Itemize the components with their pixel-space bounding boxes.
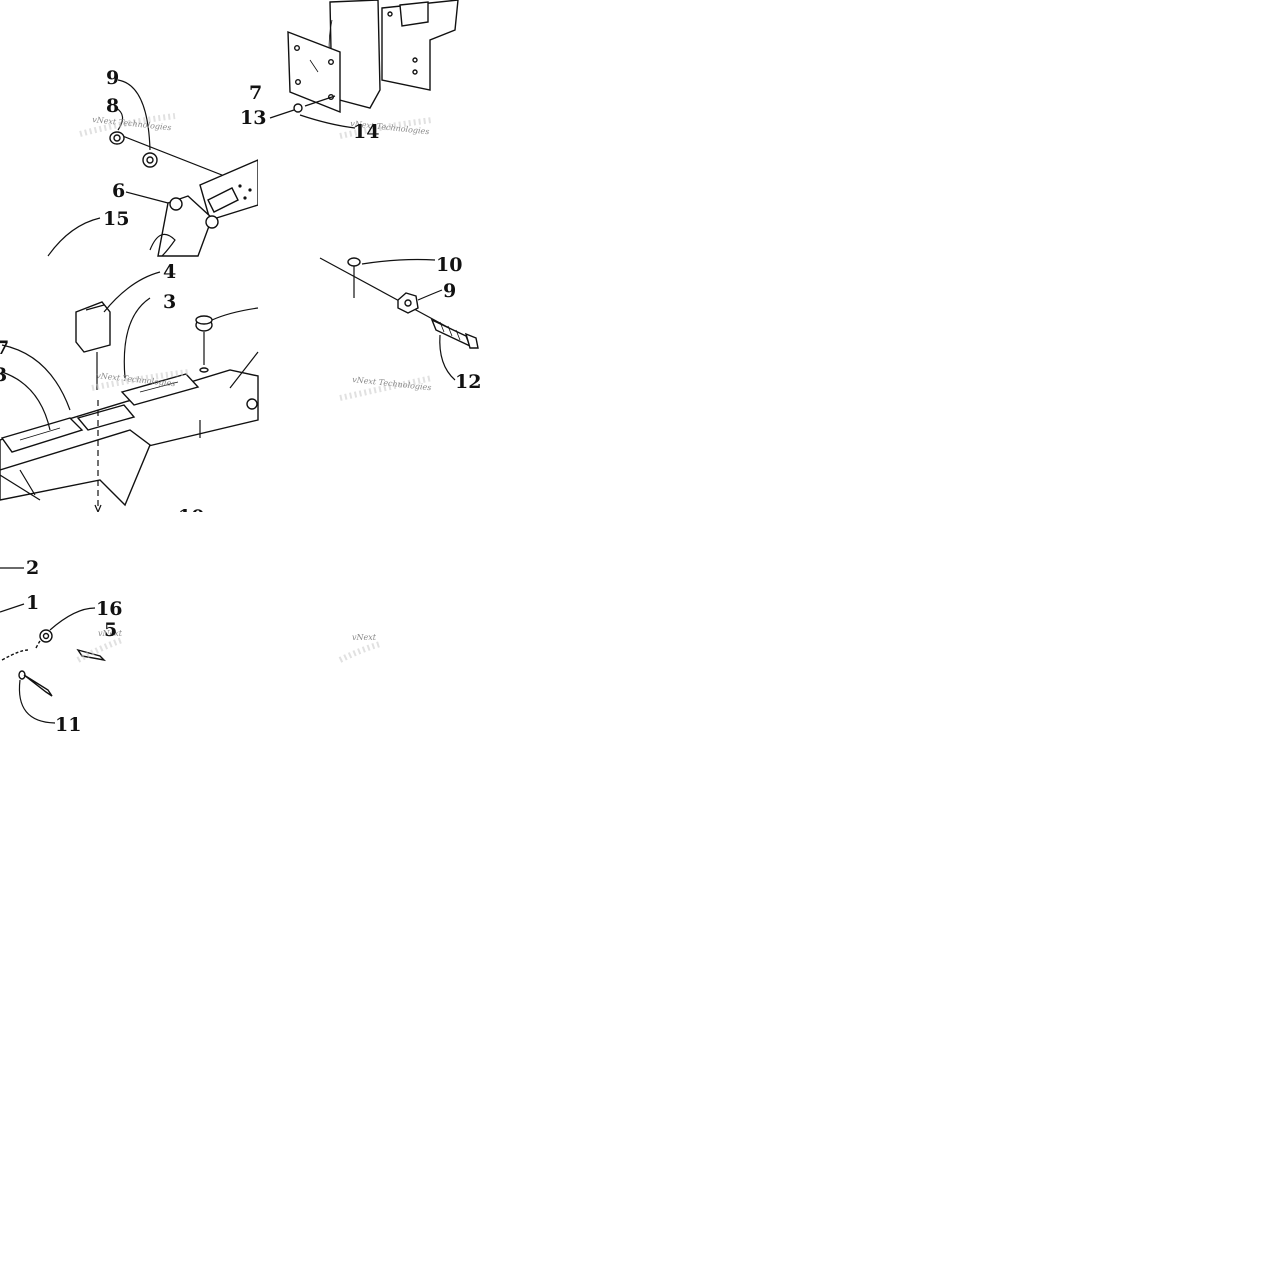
watermark-text: vNext [98,629,123,638]
watermark-text: vNext [352,633,377,642]
callout-9: 9 [106,67,119,89]
part-bolt [430,318,479,349]
part-grommet [195,315,213,373]
part-nut [109,131,125,145]
part-rivet [269,103,303,119]
callout-14: 14 [353,121,379,143]
callout-16: 16 [96,598,122,620]
callout-1: 1 [26,592,39,614]
tile-lower-left [0,567,107,724]
tile-upper-left [47,79,261,257]
part-front-plate [287,30,341,114]
callout-3: 3 [163,291,176,313]
part-bushing [142,152,158,168]
callout-15: 15 [103,208,129,230]
part-clip-box [75,301,111,390]
callout-13: 13 [240,107,266,129]
callout-8: 8 [106,95,119,117]
tile-upper-right [269,0,459,129]
part-pin [18,670,53,697]
callout-11: 11 [55,714,81,736]
part-washer [39,629,53,643]
callout-6: 6 [112,180,125,202]
tile-middle-right [319,257,479,381]
callout-numbers: 9 8 7 13 14 6 15 4 3 7 3 10 9 12 10 2 1 … [0,67,481,736]
callout-7: 7 [249,82,262,104]
part-arm [149,187,239,257]
part-bracket [381,0,459,91]
tile-gaps [0,150,328,552]
callout-10: 10 [436,254,462,276]
callout-5: 5 [104,619,117,641]
part-cable [1,635,45,661]
watermark-smudges [76,113,433,663]
callout-7-lower: 7 [0,337,9,359]
part-rivet-pin [347,257,361,298]
part-wear-pad-rear [0,417,84,453]
part-flange-nut [397,292,419,314]
part-wear-pad-mid [76,404,136,431]
callout-2: 2 [26,557,39,579]
callout-9-right: 9 [443,280,456,302]
callout-3-lower: 3 [0,364,7,386]
part-rail-body [0,369,259,507]
callout-4: 4 [163,261,176,283]
part-wear-pad-front [120,373,200,406]
callout-12: 12 [455,371,481,393]
tile-middle-left [0,271,259,514]
